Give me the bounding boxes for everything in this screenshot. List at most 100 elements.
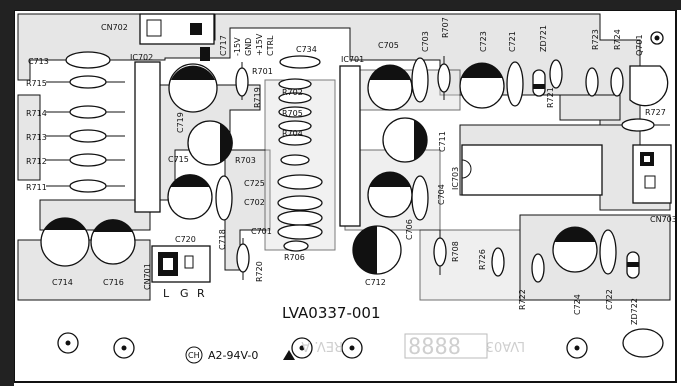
label-c702: C702 [244, 198, 265, 207]
label-pin-ctrl: CTRL [266, 35, 275, 56]
resistor-r712: R712 [26, 153, 125, 167]
label-r719: R719 [253, 87, 262, 108]
label-r712: R712 [26, 157, 47, 166]
capacitor-c725: C725 [244, 174, 323, 190]
capacitor-c723: C723 [459, 31, 505, 109]
connector-cn701: C720 CN701 [143, 235, 211, 290]
label-c714: C714 [52, 278, 73, 287]
label-r706: R706 [284, 253, 305, 262]
label-r701: R701 [252, 67, 273, 76]
resistor-r704: R704 [278, 120, 312, 146]
capacitor-c705: C705 [367, 41, 413, 111]
resistor-r705: R705 [278, 106, 312, 118]
board-rev-mirrored: REV. A [301, 338, 343, 353]
ic701: IC701 [339, 55, 364, 227]
capacitor-c706: C706 [405, 219, 414, 240]
label-r714: R714 [26, 109, 47, 118]
cert-text: A2-94V-0 [208, 349, 258, 362]
resistor-r702: R702 [278, 78, 312, 104]
label-c723: C723 [479, 31, 488, 52]
label-q701: Q701 [635, 34, 644, 56]
label-cn702: CN702 [101, 23, 128, 32]
label-c718: C718 [218, 229, 227, 250]
label-r724: R724 [613, 29, 622, 50]
diode-zd722: ZD722 [626, 251, 640, 325]
label-r702: R702 [282, 88, 303, 97]
transistor-q701: Q701 [629, 34, 669, 107]
seven-segment-digits: 8888 [408, 335, 461, 360]
label-r722: R722 [518, 289, 527, 310]
resistor-r723: R723 [585, 29, 600, 97]
label-pin-pos15v: +15V [255, 33, 264, 56]
label-c722: C722 [605, 289, 614, 310]
label-ic703: IC703 [451, 167, 460, 190]
capacitor-c712: C712 [352, 225, 402, 287]
capacitor-c721: C721 [506, 31, 524, 107]
resistor-r726: R726 [478, 247, 505, 277]
resistor-r727: R727 [600, 108, 670, 132]
capacitor-c715: C715 [168, 120, 233, 166]
mounting-holes [57, 31, 664, 359]
label-r711: R711 [26, 183, 47, 192]
capacitor-c718: C718 [218, 229, 227, 250]
resistor-r715: R715 [26, 75, 125, 89]
label-c705: C705 [378, 41, 399, 50]
capacitor-c713: C713 [28, 51, 111, 69]
label-c712: C712 [365, 278, 386, 287]
capacitor-c719: C719 [168, 63, 218, 133]
capacitor-c702: C702 [244, 195, 323, 226]
label-r707: R707 [441, 17, 450, 38]
label-c721: C721 [508, 31, 517, 52]
resistor-r711: R711 [26, 179, 125, 193]
label-pin-neg15v: -15V [233, 37, 242, 56]
resistor-r721: R721 [546, 59, 563, 108]
cert-marking: CH A2-94V-0 [185, 346, 295, 364]
label-c704: C704 [437, 184, 446, 205]
diode-zd721: ZD721 [532, 25, 548, 97]
label-ic702: IC702 [130, 53, 153, 62]
label-ic701: IC701 [341, 55, 364, 64]
cn702-pin-labels: -15V GND +15V CTRL [233, 33, 275, 56]
capacitor-c703: C703 [411, 31, 430, 103]
ic702: IC702 [130, 53, 161, 213]
label-c701: C701 [251, 227, 272, 236]
label-r727: R727 [645, 108, 666, 117]
label-r720: R720 [255, 261, 264, 282]
seven-segment-display: 8888 [404, 333, 488, 360]
resistor-r707: R707 [437, 17, 451, 100]
label-pin-g: G [180, 287, 189, 300]
capacitor-c734: C734 [279, 45, 321, 69]
label-r705: R705 [282, 109, 303, 118]
label-r708: R708 [451, 241, 460, 262]
label-r715: R715 [26, 79, 47, 88]
label-zd722: ZD722 [630, 298, 639, 325]
triangle-icon [283, 350, 295, 360]
connector-cn702: CN702 [101, 13, 215, 45]
label-c717: C717 [219, 35, 228, 56]
label-c725: C725 [244, 179, 265, 188]
capacitor-c701: C701 [251, 224, 323, 240]
resistor-r724: R724 [610, 29, 624, 97]
label-cn701: CN701 [143, 263, 152, 290]
resistor-r720: R720 [236, 238, 264, 282]
cn701-pin-labels: L G R [163, 287, 205, 300]
connector-cn703: CN703 [632, 144, 677, 224]
label-c711: C711 [438, 131, 447, 152]
resistor-r701: R701 R719 [235, 62, 273, 108]
resistor-r708: R708 [433, 230, 460, 275]
label-zd721: ZD721 [539, 25, 548, 52]
capacitor-c717: C717 [200, 35, 228, 61]
resistor-r713: R713 [26, 129, 125, 143]
label-r704: R704 [282, 129, 303, 138]
label-r723: R723 [591, 29, 600, 50]
capacitor-c704-group: C704 [367, 171, 446, 221]
resistor-r722: R722 [518, 253, 545, 310]
label-pin-gnd: GND [244, 38, 253, 56]
label-cn703: CN703 [650, 215, 677, 224]
capacitor-c722: C722 [599, 229, 617, 310]
label-r721: R721 [546, 87, 555, 108]
ic703: IC703 [451, 144, 603, 196]
label-c716: C716 [103, 278, 124, 287]
label-c724: C724 [573, 294, 582, 315]
